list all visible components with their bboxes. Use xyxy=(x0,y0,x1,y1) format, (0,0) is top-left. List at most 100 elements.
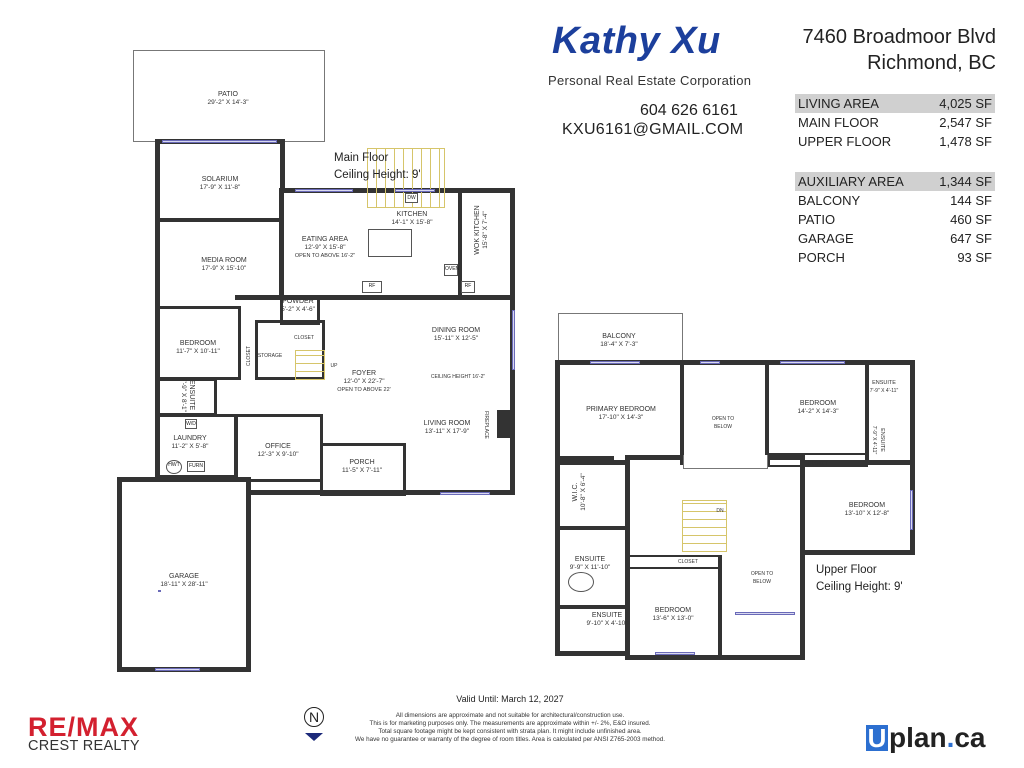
area-label: UPPER FLOOR xyxy=(798,134,892,149)
agent-name: Kathy Xu xyxy=(552,20,721,62)
area-label: BALCONY xyxy=(798,193,861,208)
window xyxy=(158,590,161,592)
window xyxy=(700,361,720,364)
ceiling-note: CEILING HEIGHT 16'-2" xyxy=(430,374,486,380)
railing xyxy=(683,455,768,469)
stairs-down-label: DN xyxy=(716,508,724,514)
area-row: MAIN FLOOR 2,547 SF xyxy=(795,113,995,132)
stairs-up-label: UP xyxy=(330,363,338,369)
closet-label: CLOSET xyxy=(246,345,252,367)
fridge: RF xyxy=(362,281,382,293)
agent-corp: Personal Real Estate Corporation xyxy=(548,73,752,88)
area-row: BALCONY 144 SF xyxy=(795,191,995,210)
fireplace-label: FIREPLACE xyxy=(483,411,489,439)
area-value: 647 SF xyxy=(950,231,992,246)
wall-divider xyxy=(765,362,769,465)
wall-divider xyxy=(560,526,630,530)
wall-divider xyxy=(865,362,869,465)
window xyxy=(512,310,515,370)
area-value: 2,547 SF xyxy=(939,115,992,130)
room-label: W.I.C.10'-8" X 6'-4" xyxy=(572,473,587,511)
area-value: 1,478 SF xyxy=(939,134,992,149)
closet-label: CLOSET xyxy=(677,559,699,565)
area-value: 144 SF xyxy=(950,193,992,208)
closet-label: CLOSET xyxy=(807,461,829,467)
fireplace xyxy=(497,410,511,438)
uplan-text: plan xyxy=(889,722,947,753)
disclaimer: All dimensions are approximate and not s… xyxy=(300,712,720,744)
valid-until: Valid Until: March 12, 2027 xyxy=(456,694,564,704)
wall-divider xyxy=(560,605,630,609)
remax-logo: RE/MAX xyxy=(28,712,140,742)
window xyxy=(780,361,845,364)
area-row: PORCH 93 SF xyxy=(795,248,995,267)
area-label: GARAGE xyxy=(798,231,854,246)
area-label: MAIN FLOOR xyxy=(798,115,879,130)
kitchen-island xyxy=(368,229,412,257)
oven: OVEN xyxy=(444,264,459,276)
foyer-wall xyxy=(235,295,515,495)
hot-water-tank: HWT xyxy=(166,460,182,474)
address-line2: Richmond, BC xyxy=(867,52,996,74)
wall-divider xyxy=(680,362,684,465)
address-line1: 7460 Broadmoor Blvd xyxy=(802,26,996,48)
garage-door-window xyxy=(155,668,200,671)
window xyxy=(590,361,640,364)
area-row: GARAGE 647 SF xyxy=(795,229,995,248)
bathtub xyxy=(568,572,594,592)
garage-wall xyxy=(117,477,251,672)
wall-divider xyxy=(157,218,283,222)
room-label: OPEN TO BELOW xyxy=(711,416,735,430)
dishwasher: DW xyxy=(405,193,418,203)
uplan-u: U xyxy=(866,723,888,753)
powder-walls xyxy=(280,297,320,325)
area-value: 93 SF xyxy=(957,250,992,265)
closet xyxy=(628,555,720,569)
wall-divider xyxy=(718,555,722,655)
window xyxy=(295,189,353,192)
window xyxy=(395,189,435,192)
agent-phone: 604 626 6161 xyxy=(640,102,738,119)
uplan-dot: . xyxy=(946,722,955,753)
storage-label: STORAGE xyxy=(257,353,283,359)
wall-divider xyxy=(558,456,614,460)
wall-divider xyxy=(458,190,462,296)
window xyxy=(440,492,490,495)
window xyxy=(655,652,695,655)
upper-wall xyxy=(625,455,805,660)
disclaimer-line: We have no guarantee or warranty of the … xyxy=(354,736,665,743)
area-label: PORCH xyxy=(798,250,845,265)
porch-walls xyxy=(320,443,406,496)
north-arrow-icon xyxy=(305,733,323,741)
disclaimer-line: All dimensions are approximate and not s… xyxy=(395,712,625,719)
area-value: 460 SF xyxy=(950,212,992,227)
uplan-tld: ca xyxy=(954,722,986,753)
washer-dryer: W/D xyxy=(185,419,197,429)
north-compass-icon: N xyxy=(304,707,324,727)
agent-email: KXU6161@GMAIL.COM xyxy=(562,121,744,138)
